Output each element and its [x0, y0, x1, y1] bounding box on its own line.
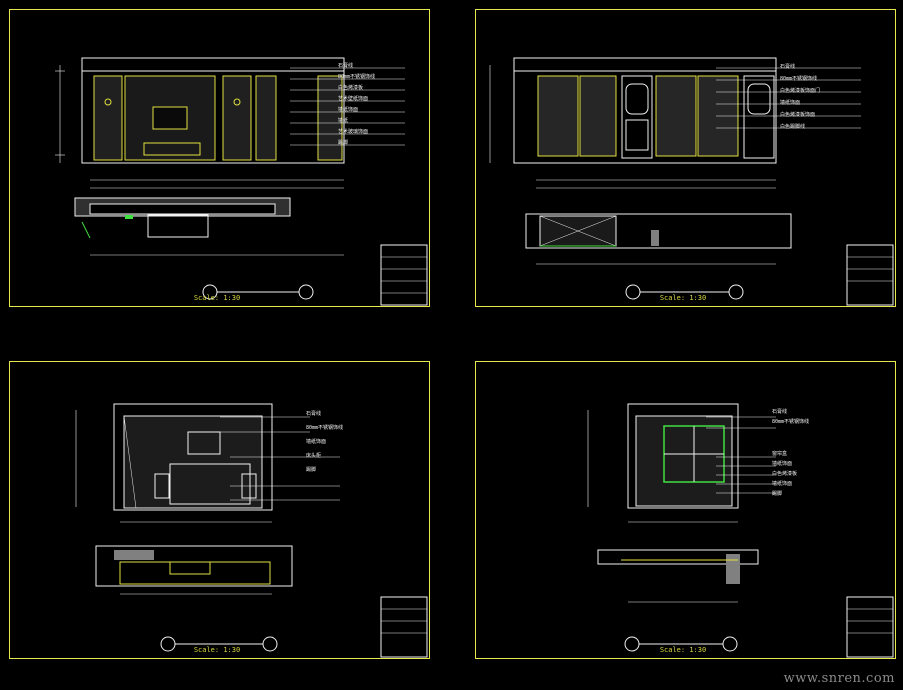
label-3-0: 石膏线 — [306, 411, 322, 417]
drawing-sheet-4: 石膏线 80mm不锈钢饰线 窗帘盒 墙纸饰面 白色烤漆板 墙纸饰面 踢脚 Sca… — [475, 361, 896, 659]
label-1-3: 艺术壁纸饰面 — [338, 96, 369, 102]
scale-label-3: Scale: 1:30 — [193, 646, 241, 654]
label-4-5: 墙纸饰面 — [772, 481, 793, 487]
label-list-2: 石膏线 80mm不锈钢饰线 白色烤漆板饰面门 墙纸饰面 白色烤漆板饰面 白色踢脚… — [780, 61, 820, 133]
scale-label-4: Scale: 1:30 — [659, 646, 707, 654]
label-3-1: 80mm不锈钢饰线 — [306, 425, 344, 431]
elevation-drawing-3 — [75, 403, 428, 658]
label-2-1: 80mm不锈钢饰线 — [780, 76, 818, 82]
label-1-4: 墙纸饰面 — [338, 107, 359, 113]
label-2-5: 白色踢脚线 — [780, 124, 806, 130]
label-1-7: 踢脚 — [338, 140, 349, 146]
drawing-sheet-3: 石膏线 80mm不锈钢饰线 墙纸饰面 床头柜 踢脚 Scale: 1:30 — [9, 361, 430, 659]
label-1-6: 艺术玻璃饰面 — [338, 129, 369, 135]
label-4-0: 石膏线 — [772, 409, 788, 415]
label-4-3: 墙纸饰面 — [772, 461, 793, 467]
scale-label-2: Scale: 1:30 — [659, 294, 707, 302]
label-4-2: 窗帘盒 — [772, 451, 788, 457]
label-1-0: 石膏线 — [338, 63, 354, 69]
elevation-drawing-4 — [587, 403, 894, 658]
label-list-4: 石膏线 80mm不锈钢饰线 窗帘盒 墙纸饰面 白色烤漆板 墙纸饰面 踢脚 — [772, 407, 809, 499]
scale-label-1: Scale: 1:30 — [193, 294, 241, 302]
label-4-4: 白色烤漆板 — [772, 471, 798, 477]
label-3-4: 踢脚 — [306, 467, 317, 473]
label-3-2: 墙纸饰面 — [306, 439, 327, 445]
label-1-2: 白色烤漆板 — [338, 85, 364, 91]
label-2-0: 石膏线 — [780, 64, 796, 70]
drawing-sheet-2: 石膏线 80mm不锈钢饰线 白色烤漆板饰面门 墙纸饰面 白色烤漆板饰面 白色踢脚… — [475, 9, 896, 307]
elevation-drawing-1 — [55, 57, 428, 306]
watermark: www.snren.com — [783, 671, 895, 686]
label-2-3: 墙纸饰面 — [780, 100, 801, 106]
drawing-sheet-1: 石膏线 80mm不锈钢饰线 白色烤漆板 艺术壁纸饰面 墙纸饰面 墙纸 艺术玻璃饰… — [9, 9, 430, 307]
label-1-5: 墙纸 — [338, 118, 349, 124]
label-4-1: 80mm不锈钢饰线 — [772, 419, 810, 425]
label-3-3: 床头柜 — [306, 453, 322, 459]
elevation-drawing-2 — [489, 57, 894, 306]
label-list-3: 石膏线 80mm不锈钢饰线 墙纸饰面 床头柜 踢脚 — [306, 407, 343, 477]
label-2-4: 白色烤漆板饰面 — [780, 112, 816, 118]
label-1-1: 80mm不锈钢饰线 — [338, 74, 376, 80]
label-2-2: 白色烤漆板饰面门 — [780, 88, 821, 94]
label-list-1: 石膏线 80mm不锈钢饰线 白色烤漆板 艺术壁纸饰面 墙纸饰面 墙纸 艺术玻璃饰… — [338, 61, 375, 149]
label-4-6: 踢脚 — [772, 491, 783, 497]
